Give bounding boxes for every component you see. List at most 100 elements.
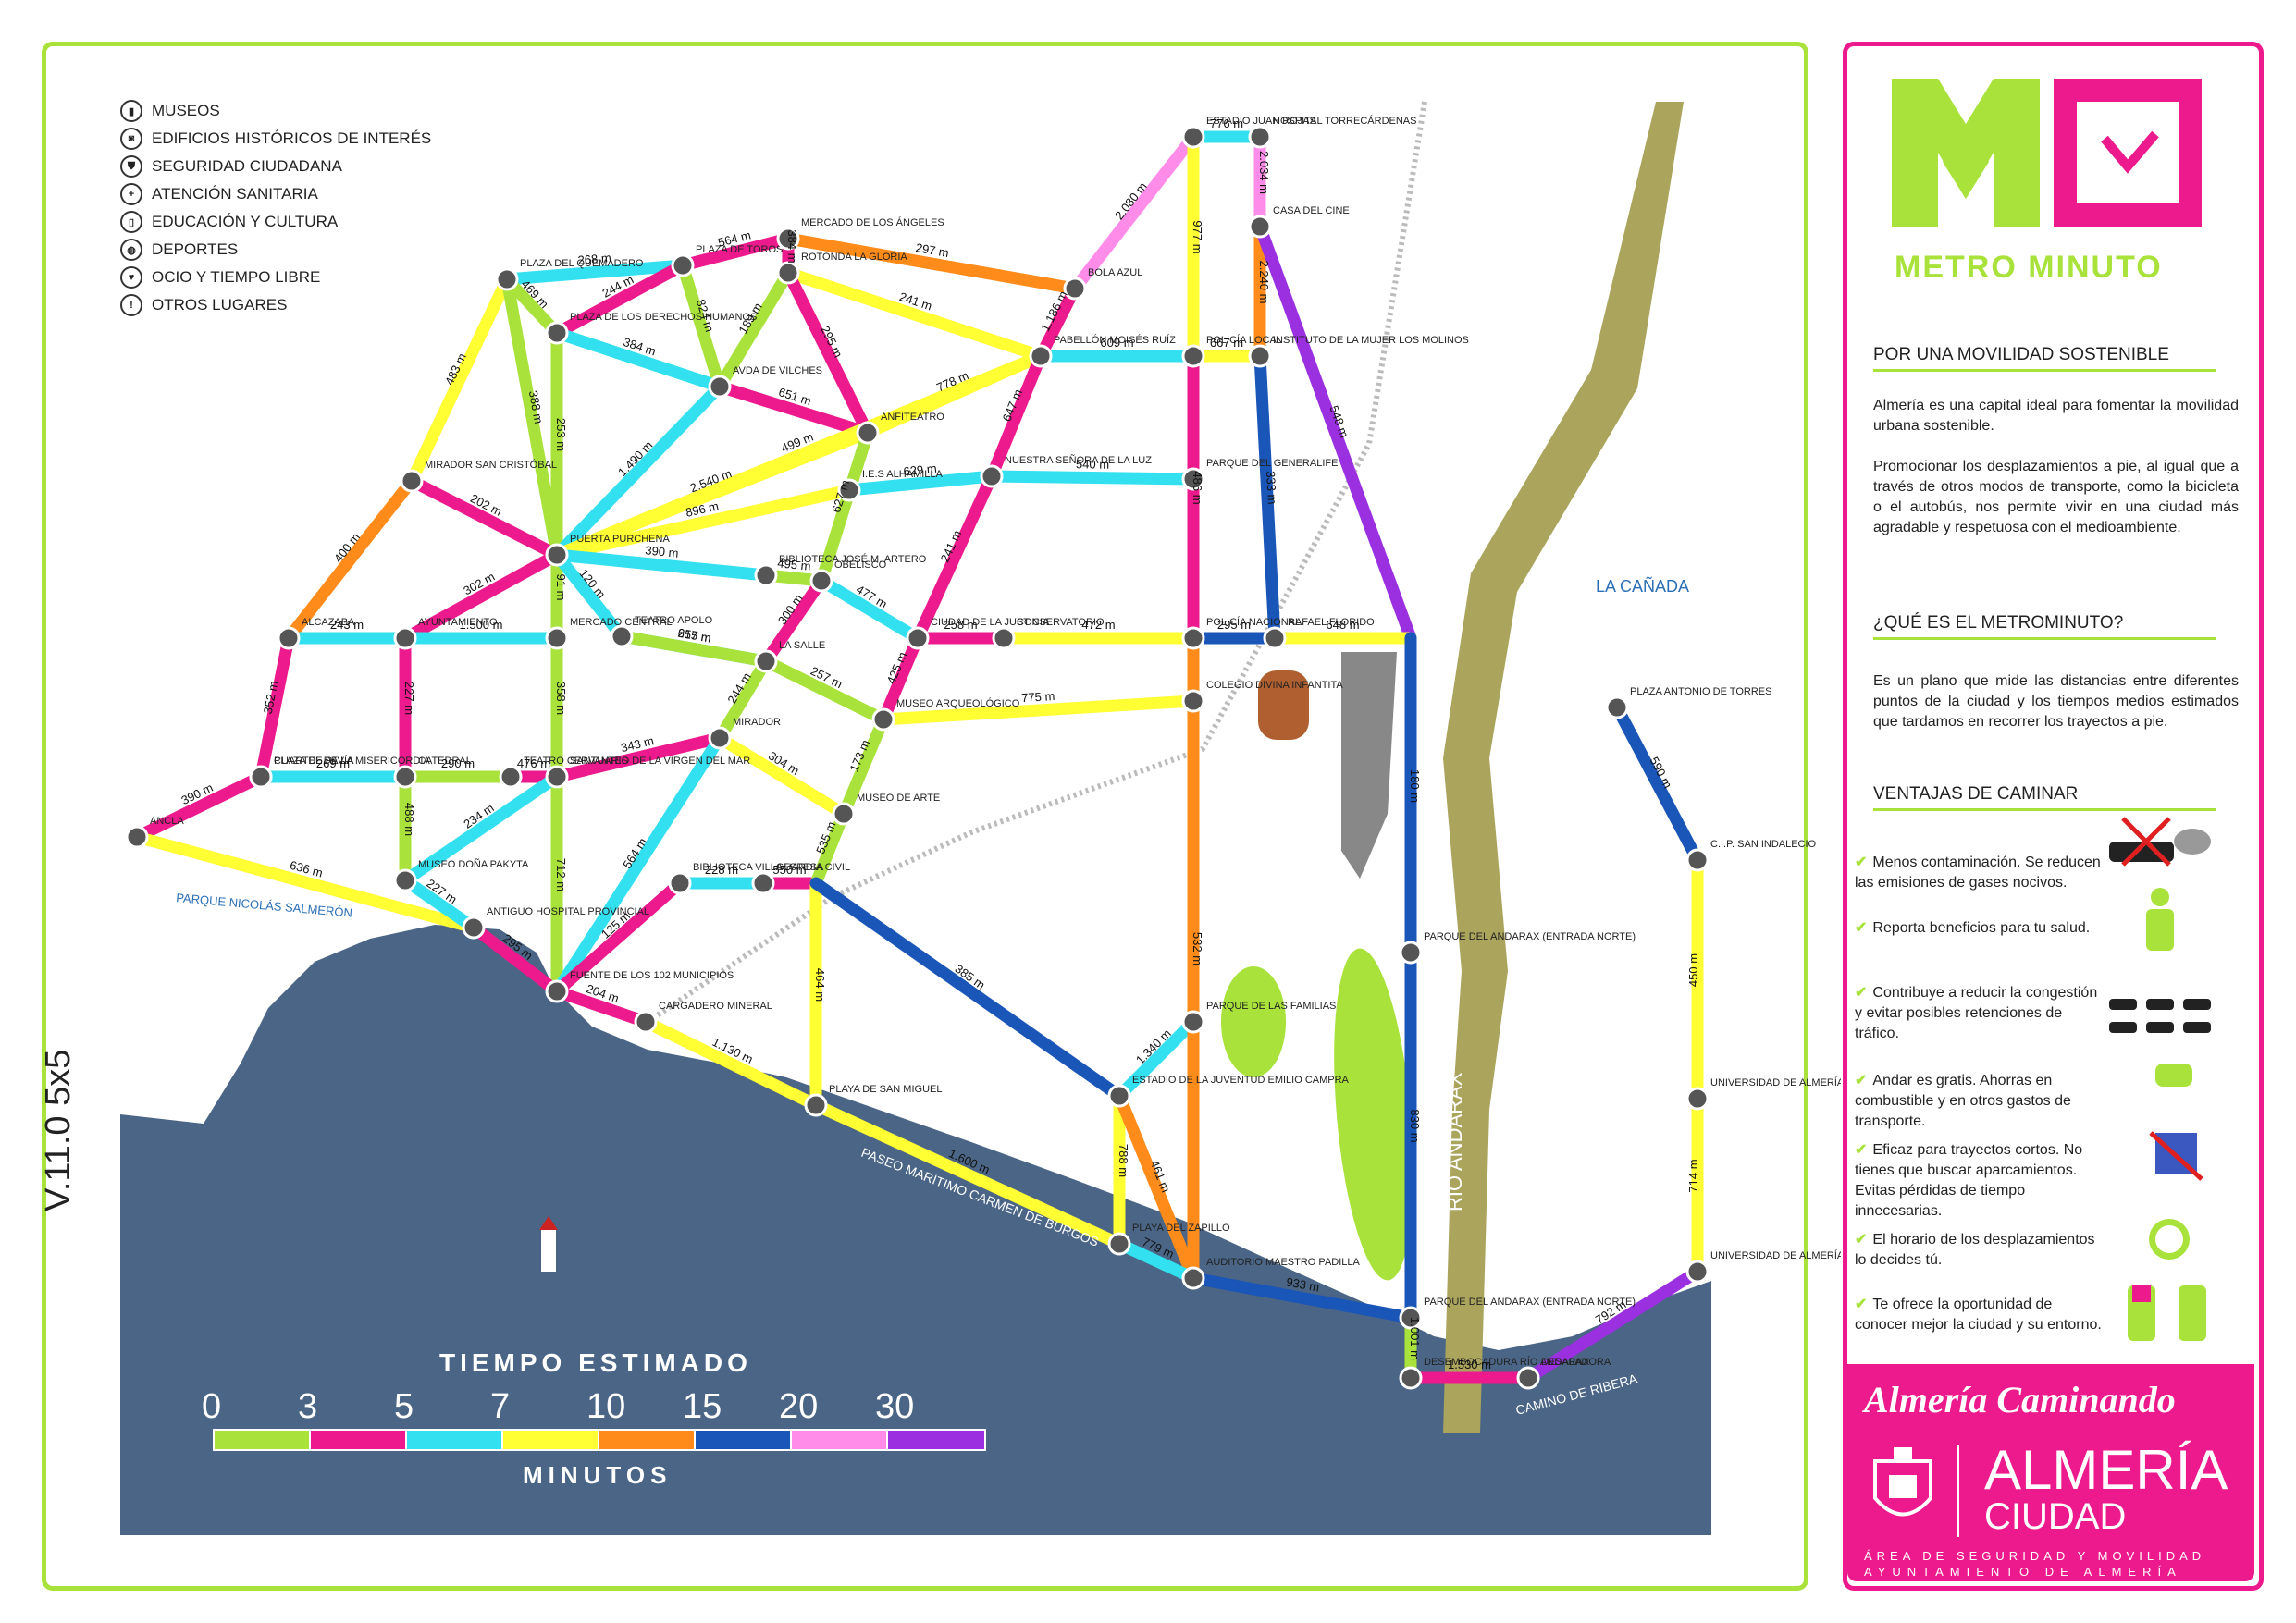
station-marker[interactable] — [837, 478, 861, 502]
station-marker[interactable] — [809, 569, 833, 593]
station-marker[interactable] — [906, 626, 930, 650]
station-marker[interactable] — [393, 626, 417, 650]
distance-label: 388 m — [526, 389, 546, 424]
station-marker[interactable] — [754, 649, 778, 673]
distance-label: 450 m — [1686, 953, 1700, 987]
station-marker[interactable] — [545, 765, 569, 789]
station-marker[interactable] — [1685, 1260, 1710, 1284]
station-marker[interactable] — [1399, 1366, 1423, 1390]
route-segment — [405, 273, 513, 487]
station-marker[interactable] — [1181, 344, 1205, 368]
campaign-banner — [1847, 1364, 2254, 1581]
station-marker[interactable] — [1248, 125, 1272, 149]
railway — [646, 101, 1427, 1025]
education-icon: ▯ — [120, 211, 142, 233]
time-scale-segment — [213, 1429, 313, 1451]
station-marker[interactable] — [545, 543, 569, 567]
time-scale-label: 5 — [394, 1387, 414, 1426]
route-segment — [130, 830, 480, 934]
parque-familias-shape — [1221, 966, 1286, 1077]
metro-minuto-logo — [1892, 79, 2202, 227]
station-label: CIUDAD DE LA JUSTICIA — [931, 617, 1050, 628]
station-marker[interactable] — [495, 267, 519, 291]
station-marker[interactable] — [1605, 695, 1629, 719]
station-marker[interactable] — [1399, 1306, 1423, 1330]
check-icon: ✔ — [1855, 855, 1868, 870]
station-label: CONSERVATORIO — [1017, 617, 1105, 628]
route-segment — [809, 807, 850, 890]
station-marker[interactable] — [871, 707, 895, 732]
station-label: UNIVERSIDAD DE ALMERÍA (ENTRADA SUR) — [1710, 1249, 1841, 1261]
station-marker[interactable] — [776, 261, 800, 285]
distance-label: 227 m — [402, 682, 416, 715]
time-scale-label: 0 — [202, 1387, 222, 1426]
coat-of-arms-icon — [1873, 1447, 1932, 1517]
station-marker[interactable] — [499, 765, 523, 789]
distance-label: 476 m — [517, 756, 550, 770]
station-marker[interactable] — [634, 1010, 658, 1034]
station-marker[interactable] — [1107, 1232, 1131, 1256]
station-marker[interactable] — [754, 563, 778, 587]
station-marker[interactable] — [1181, 1010, 1205, 1034]
station-marker[interactable] — [1248, 215, 1272, 239]
station-marker[interactable] — [668, 871, 692, 895]
station-marker[interactable] — [1181, 125, 1205, 149]
station-marker[interactable] — [249, 765, 273, 789]
station-marker[interactable] — [1181, 626, 1205, 650]
legend-item: ▮MUSEOS — [120, 97, 431, 125]
station-label: GUARDIA CIVIL — [776, 862, 850, 873]
distance-label: 629 m — [903, 461, 937, 478]
station-marker[interactable] — [708, 375, 732, 399]
station-marker[interactable] — [1181, 1266, 1205, 1290]
station-marker[interactable] — [1063, 277, 1087, 301]
station-marker[interactable] — [708, 726, 732, 750]
route-segment — [550, 877, 686, 998]
station-marker[interactable] — [1181, 689, 1205, 713]
station-marker[interactable] — [393, 868, 417, 892]
station-marker[interactable] — [1263, 626, 1287, 650]
station-marker[interactable] — [277, 626, 301, 650]
station-label: BIBLIOTECA JOSÉ M. ARTERO — [779, 553, 927, 565]
station-marker[interactable] — [1685, 848, 1710, 872]
station-marker[interactable] — [1685, 1087, 1710, 1111]
check-icon: ✔ — [1855, 1297, 1868, 1312]
route-segment — [500, 273, 563, 561]
station-marker[interactable] — [776, 227, 800, 251]
distance-label: 977 m — [1191, 220, 1204, 253]
distance-label: 830 m — [1408, 1109, 1422, 1142]
station-marker[interactable] — [751, 871, 775, 895]
station-marker[interactable] — [1181, 467, 1205, 491]
station-marker[interactable] — [545, 979, 569, 1003]
section-title-ventajas: VENTAJAS DE CAMINAR — [1873, 784, 2216, 811]
legend-label: OTROS LUGARES — [152, 296, 288, 314]
distance-label: 269 m — [316, 756, 350, 770]
station-marker[interactable] — [545, 626, 569, 650]
health-cross-icon: + — [120, 183, 142, 205]
station-marker[interactable] — [804, 1093, 828, 1117]
station-marker[interactable] — [992, 626, 1016, 650]
station-marker[interactable] — [1399, 941, 1423, 965]
route-segment — [1253, 350, 1281, 645]
station-marker[interactable] — [856, 421, 880, 445]
route-segment — [1187, 1272, 1417, 1324]
station-marker[interactable] — [1516, 1366, 1540, 1390]
distance-label: 384 m — [785, 229, 799, 263]
station-label: PLAYA DE SAN MIGUEL — [829, 1084, 942, 1095]
legend-item: ⛊SEGURIDAD CIUDADANA — [120, 153, 431, 180]
route-segment — [713, 380, 874, 439]
station-marker[interactable] — [125, 825, 149, 849]
station-marker[interactable] — [832, 802, 856, 826]
station-marker[interactable] — [400, 469, 424, 493]
station-marker[interactable] — [610, 624, 634, 648]
station-marker[interactable] — [1107, 1084, 1131, 1108]
station-marker[interactable] — [545, 321, 569, 345]
station-marker[interactable] — [462, 916, 486, 940]
station-marker[interactable] — [1029, 344, 1053, 368]
distance-label: 472 m — [1081, 618, 1115, 632]
station-marker[interactable] — [671, 253, 695, 277]
station-marker[interactable] — [980, 464, 1004, 488]
station-marker[interactable] — [393, 765, 417, 789]
distance-label: 532 m — [1191, 932, 1204, 965]
station-marker[interactable] — [1248, 344, 1272, 368]
station-label: AYUNTAMIENTO — [418, 617, 498, 628]
